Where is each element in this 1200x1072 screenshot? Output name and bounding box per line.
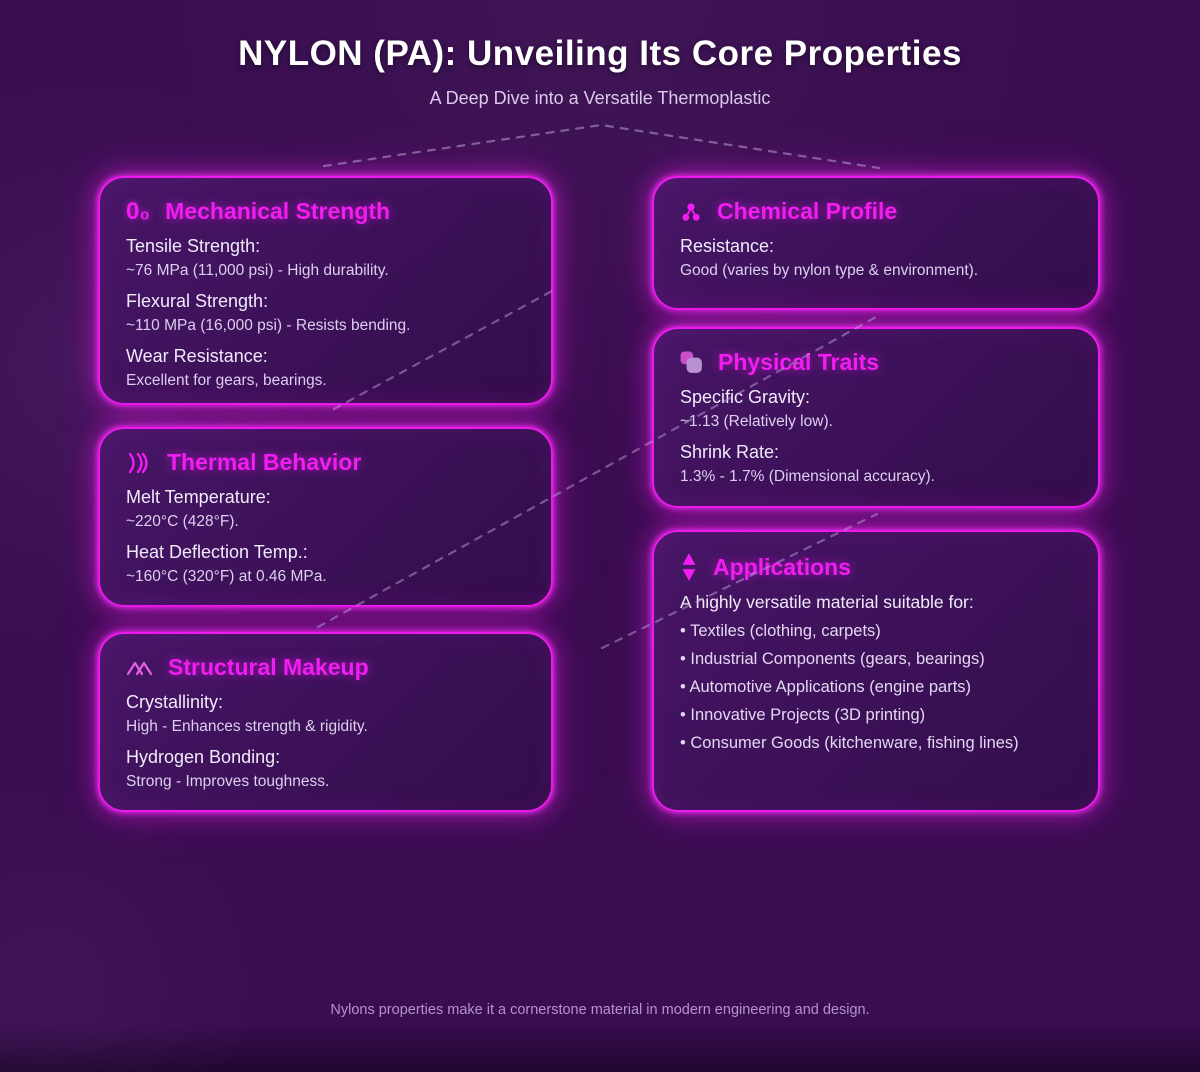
entry-value: 1.3% - 1.7% (Dimensional accuracy).	[680, 468, 935, 485]
card-thermal-header: Thermal Behavior	[126, 449, 525, 476]
entry-value: ~1.13 (Relatively low).	[680, 413, 833, 430]
card-title: Chemical Profile	[717, 198, 898, 224]
entry-label: Tensile Strength:	[126, 236, 261, 256]
page-subtitle: A Deep Dive into a Versatile Thermoplast…	[429, 88, 771, 108]
entry-label: Heat Deflection Temp.:	[126, 542, 308, 562]
entry-label: Melt Temperature:	[126, 487, 271, 507]
entry-label: Resistance:	[680, 236, 775, 256]
up-down-arrows-icon	[682, 553, 696, 581]
entry-label: Specific Gravity:	[680, 387, 811, 407]
entry-value: ~110 MPa (16,000 psi) - Resists bending.	[126, 317, 411, 334]
entry-value: Excellent for gears, bearings.	[126, 372, 327, 389]
card-physical-header: Physical Traits	[680, 349, 1072, 376]
list-item: • Textiles (clothing, carpets)	[680, 622, 881, 640]
zigzag-bonds-icon	[126, 661, 153, 675]
card-mechanical-header: 0₀ Mechanical Strength	[126, 198, 525, 225]
card-applications-header: Applications	[680, 552, 1072, 582]
list-item: • Innovative Projects (3D printing)	[680, 706, 926, 724]
entry-value: High - Enhances strength & rigidity.	[126, 718, 368, 735]
card-applications: Applications A highly versatile material…	[652, 530, 1100, 812]
molecule-icon	[682, 202, 700, 221]
card-mechanical-strength: 0₀ Mechanical Strength Tensile Strength:…	[98, 176, 553, 405]
card-title: Physical Traits	[718, 349, 880, 375]
card-structural-makeup: Structural Makeup Crystallinity: High - …	[98, 632, 553, 812]
card-title: Applications	[713, 553, 852, 580]
entry-value: ~160°C (320°F) at 0.46 MPa.	[126, 568, 327, 585]
card-structural-header: Structural Makeup	[126, 654, 525, 681]
card-title: Mechanical Strength	[165, 198, 391, 224]
footer-note: Nylons properties make it a cornerstone …	[330, 1002, 870, 1018]
entry-label: Flexural Strength:	[126, 291, 269, 311]
list-item: • Automotive Applications (engine parts)	[680, 678, 972, 696]
entry-label: Wear Resistance:	[126, 346, 268, 366]
entry-label: Crystallinity:	[126, 692, 224, 712]
dumbbell-icon: 0₀	[126, 197, 151, 225]
entry-value: Strong - Improves toughness.	[126, 773, 330, 790]
card-title: Structural Makeup	[168, 654, 369, 680]
list-item: • Consumer Goods (kitchenware, fishing l…	[680, 734, 1019, 752]
entry-value: ~220°C (428°F).	[126, 513, 239, 530]
card-title: Thermal Behavior	[167, 449, 362, 475]
card-thermal-behavior: Thermal Behavior Melt Temperature: ~220°…	[98, 427, 553, 607]
applications-intro: A highly versatile material suitable for…	[680, 592, 974, 612]
page-title: NYLON (PA): Unveiling Its Core Propertie…	[238, 34, 962, 73]
card-chemical-profile: Chemical Profile Resistance: Good (varie…	[652, 176, 1100, 310]
card-chemical-header: Chemical Profile	[680, 198, 1072, 225]
copy-squares-icon	[680, 351, 702, 373]
card-physical-traits: Physical Traits Specific Gravity: ~1.13 …	[652, 327, 1100, 508]
entry-value: Good (varies by nylon type & environment…	[680, 262, 979, 279]
entry-value: ~76 MPa (11,000 psi) - High durability.	[126, 262, 389, 279]
list-item: • Industrial Components (gears, bearings…	[680, 650, 985, 668]
connector-roof	[322, 123, 881, 170]
page-header: NYLON (PA): Unveiling Its Core Propertie…	[0, 0, 1200, 109]
heat-waves-icon	[128, 452, 148, 473]
entry-label: Hydrogen Bonding:	[126, 747, 281, 767]
entry-label: Shrink Rate:	[680, 442, 780, 462]
